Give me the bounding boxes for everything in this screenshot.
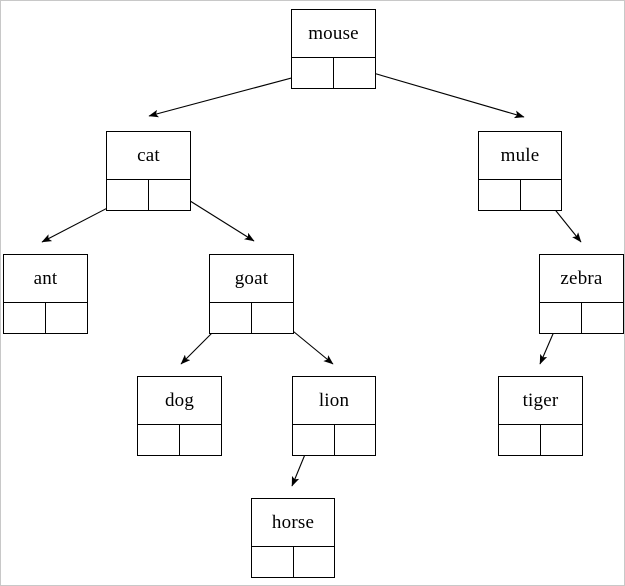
node-label-ant: ant (4, 255, 87, 303)
right-pointer-cell-mouse[interactable] (334, 58, 375, 88)
left-pointer-cell-lion[interactable] (293, 425, 335, 455)
node-label-horse: horse (252, 499, 334, 547)
tree-node-dog[interactable]: dog (137, 376, 222, 456)
left-pointer-cell-dog[interactable] (138, 425, 180, 455)
tree-node-cat[interactable]: cat (106, 131, 191, 211)
left-pointer-cell-horse[interactable] (252, 547, 294, 577)
node-pointer-cells-goat (210, 303, 293, 333)
left-pointer-cell-mouse[interactable] (292, 58, 334, 88)
tree-node-ant[interactable]: ant (3, 254, 88, 334)
right-pointer-cell-cat[interactable] (149, 180, 190, 210)
node-pointer-cells-tiger (499, 425, 582, 455)
node-pointer-cells-horse (252, 547, 334, 577)
node-label-mouse: mouse (292, 10, 375, 58)
tree-node-zebra[interactable]: zebra (539, 254, 624, 334)
tree-node-mouse[interactable]: mouse (291, 9, 376, 89)
right-pointer-cell-ant[interactable] (46, 303, 87, 333)
right-pointer-cell-zebra[interactable] (582, 303, 623, 333)
right-pointer-cell-tiger[interactable] (541, 425, 582, 455)
node-label-goat: goat (210, 255, 293, 303)
right-pointer-cell-dog[interactable] (180, 425, 221, 455)
right-pointer-cell-mule[interactable] (521, 180, 562, 210)
node-pointer-cells-zebra (540, 303, 623, 333)
node-pointer-cells-dog (138, 425, 221, 455)
tree-node-horse[interactable]: horse (251, 498, 335, 578)
left-pointer-cell-zebra[interactable] (540, 303, 582, 333)
left-pointer-cell-tiger[interactable] (499, 425, 541, 455)
left-pointer-cell-goat[interactable] (210, 303, 252, 333)
node-label-mule: mule (479, 132, 561, 180)
node-pointer-cells-lion (293, 425, 375, 455)
edge-mouse-to-mule (355, 67, 525, 119)
left-pointer-cell-ant[interactable] (4, 303, 46, 333)
right-pointer-cell-lion[interactable] (335, 425, 376, 455)
right-pointer-cell-horse[interactable] (294, 547, 335, 577)
node-label-lion: lion (293, 377, 375, 425)
left-pointer-cell-cat[interactable] (107, 180, 149, 210)
tree-node-mule[interactable]: mule (478, 131, 562, 211)
tree-node-tiger[interactable]: tiger (498, 376, 583, 456)
node-pointer-cells-cat (107, 180, 190, 210)
node-pointer-cells-ant (4, 303, 87, 333)
node-label-zebra: zebra (540, 255, 623, 303)
node-label-tiger: tiger (499, 377, 582, 425)
tree-node-lion[interactable]: lion (292, 376, 376, 456)
node-pointer-cells-mule (479, 180, 561, 210)
node-label-cat: cat (107, 132, 190, 180)
node-pointer-cells-mouse (292, 58, 375, 88)
tree-node-goat[interactable]: goat (209, 254, 294, 334)
node-label-dog: dog (138, 377, 221, 425)
right-pointer-cell-goat[interactable] (252, 303, 293, 333)
left-pointer-cell-mule[interactable] (479, 180, 521, 210)
